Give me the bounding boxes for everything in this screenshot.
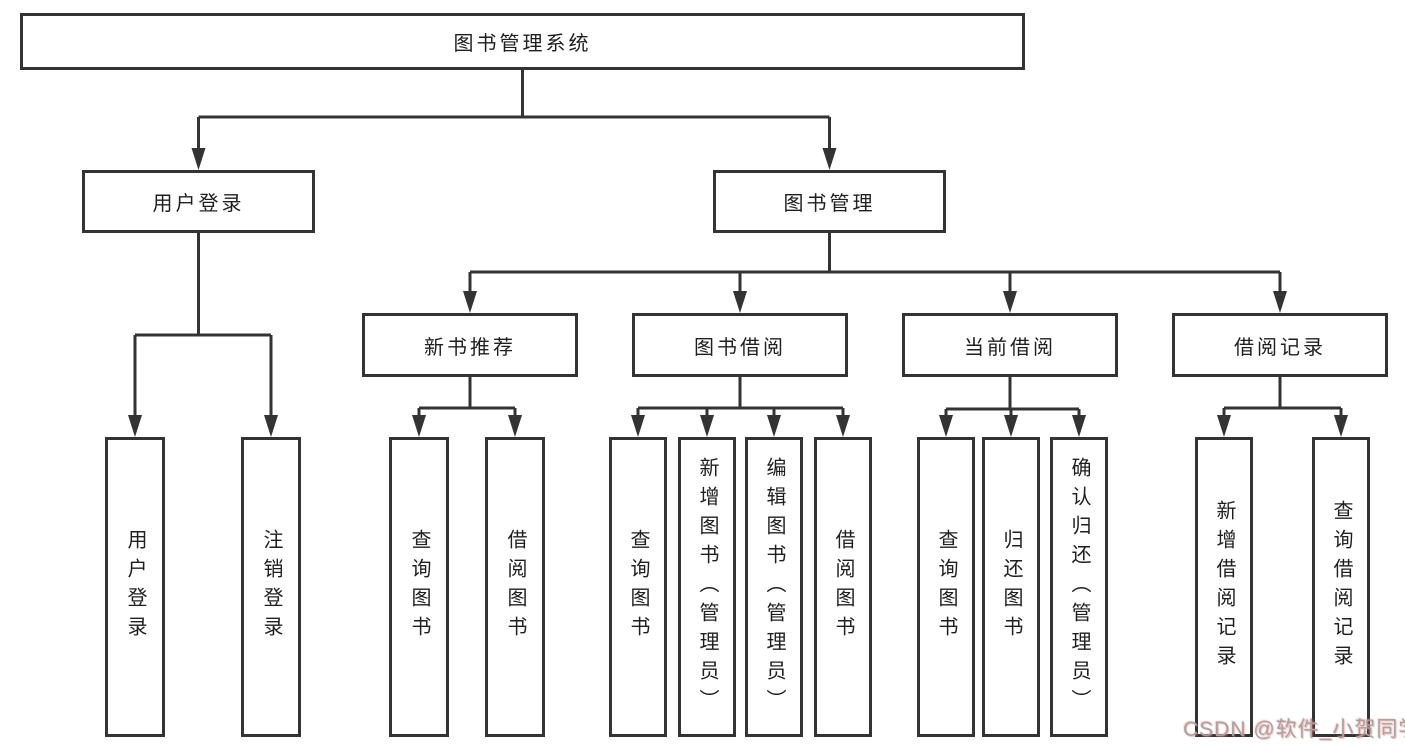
leaf-newbook-query: 查询图书 [389,437,449,737]
leaf-records-add: 新增借阅记录 [1195,437,1253,737]
arrowhead-icons [128,148,1348,437]
leaf-user-login-label: 用户登录 [124,529,146,645]
node-current-borrow-label: 当前借阅 [964,336,1056,359]
node-book-borrow: 图书借阅 [632,313,848,377]
node-current-borrow: 当前借阅 [902,313,1118,377]
leaf-borrow-query: 查询图书 [609,437,667,737]
watermark: CSDN @软件_小贺同学 [1183,718,1405,741]
leaf-logout: 注销登录 [241,437,301,737]
node-user-login-group: 用户登录 [82,170,315,233]
leaf-borrow-edit-admin: 编辑图书（管理员） [745,437,803,737]
leaf-borrow-add-admin-label: 新增图书（管理员） [696,456,718,718]
node-new-book-rec: 新书推荐 [362,313,578,377]
node-book-mgmt-group-label: 图书管理 [783,193,876,215]
node-new-book-rec-label: 新书推荐 [424,336,516,359]
leaf-current-return-label: 归还图书 [1000,529,1022,645]
leaf-user-login: 用户登录 [105,437,165,737]
connector-lines [133,70,1343,419]
leaf-borrow-borrow: 借阅图书 [814,437,872,737]
leaf-current-query-label: 查询图书 [935,529,957,645]
leaf-current-confirm-admin: 确认归还（管理员） [1050,437,1108,737]
leaf-records-query: 查询借阅记录 [1312,437,1370,737]
leaf-records-query-label: 查询借阅记录 [1330,500,1352,674]
leaf-borrow-edit-admin-label: 编辑图书（管理员） [763,456,785,718]
leaf-records-add-label: 新增借阅记录 [1213,500,1235,674]
node-book-borrow-label: 图书借阅 [694,336,786,359]
leaf-newbook-borrow-label: 借阅图书 [504,529,526,645]
node-root: 图书管理系统 [20,13,1025,70]
node-user-login-group-label: 用户登录 [152,193,245,215]
leaf-borrow-add-admin: 新增图书（管理员） [678,437,736,737]
leaf-current-confirm-admin-label: 确认归还（管理员） [1068,456,1090,718]
leaf-current-return: 归还图书 [982,437,1040,737]
node-borrow-records: 借阅记录 [1172,313,1388,377]
leaf-newbook-query-label: 查询图书 [408,529,430,645]
node-book-mgmt-group: 图书管理 [713,170,946,233]
leaf-newbook-borrow: 借阅图书 [485,437,545,737]
node-borrow-records-label: 借阅记录 [1234,336,1326,359]
leaf-borrow-query-label: 查询图书 [627,529,649,645]
leaf-borrow-borrow-label: 借阅图书 [832,529,854,645]
node-root-label: 图书管理系统 [453,33,592,55]
leaf-current-query: 查询图书 [917,437,975,737]
leaf-logout-label: 注销登录 [260,529,282,645]
